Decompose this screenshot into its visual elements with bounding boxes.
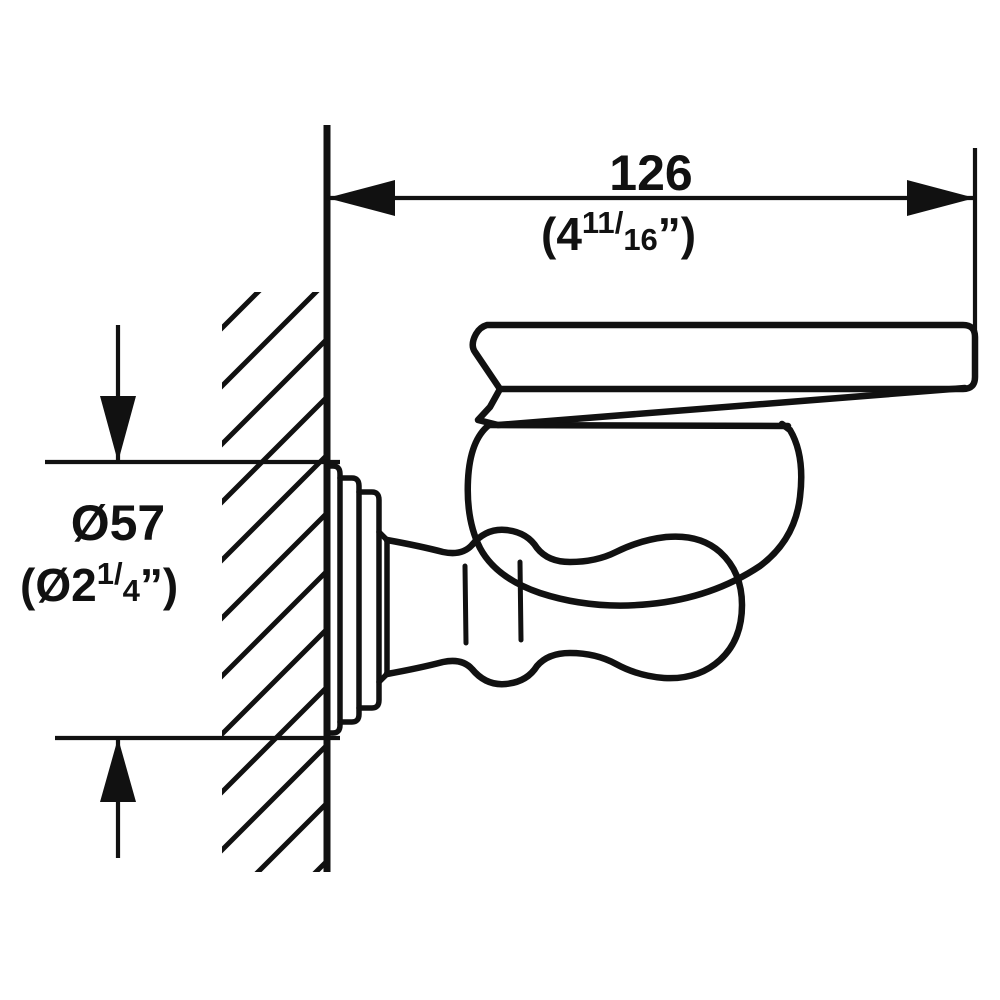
- depth-imperial-label: (411/16”): [541, 205, 696, 260]
- diameter-metric-label: Ø57: [71, 495, 166, 551]
- dimension-diameter-57: Ø57 (Ø21/4”): [20, 325, 340, 858]
- wall-section-hatched: [222, 125, 331, 872]
- wall-hatch-group: [222, 292, 327, 872]
- shaft-tick-1: [462, 563, 469, 646]
- dimension-depth-126: 126 (411/16”): [327, 145, 978, 372]
- arrow-left-icon: [327, 180, 395, 216]
- soap-dish-bowl: [464, 420, 805, 609]
- soap-dish-rim-plate: [469, 321, 979, 429]
- shaft-tick-2: [517, 559, 524, 643]
- depth-metric-label: 126: [609, 145, 692, 201]
- diameter-imperial-label: (Ø21/4”): [20, 556, 178, 611]
- stepped-mounting-flange: [324, 463, 390, 736]
- arrow-down-icon: [100, 396, 136, 462]
- ornate-baluster-shaft: [383, 526, 746, 688]
- arrow-right-icon: [907, 180, 975, 216]
- arrow-up-icon: [100, 738, 136, 802]
